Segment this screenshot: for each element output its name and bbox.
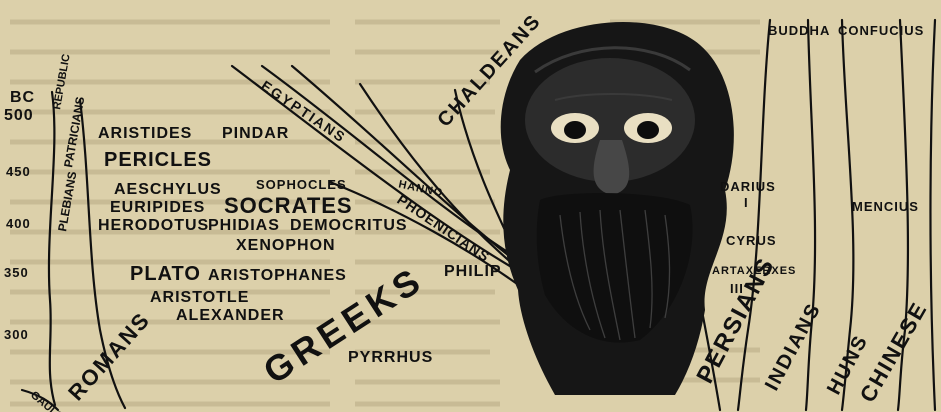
gauls-label: GAULS (28, 389, 65, 412)
socrates-label: SOCRATES (224, 195, 353, 217)
indians-label: INDIANS (761, 299, 826, 394)
democritus-label: DEMOCRITUS (290, 218, 408, 234)
artaxerxes-numeral: III (730, 282, 744, 295)
alexander-label: ALEXANDER (176, 308, 285, 324)
aeschylus-label: AESCHYLUS (114, 182, 222, 198)
chaldeans-label: CHALDEANS (433, 10, 545, 131)
patricians-label: PATRICIANS (61, 96, 87, 169)
euripides-label: EURIPIDES (110, 200, 205, 216)
cyrus-label: CYRUS (726, 234, 777, 247)
buddha-label: BUDDHA (768, 24, 830, 37)
sophocles-label: SOPHOCLES (256, 178, 347, 191)
aristides-label: ARISTIDES (98, 126, 192, 142)
pyrrhus-label: PYRRHUS (348, 350, 433, 366)
pericles-label: PERICLES (104, 150, 212, 170)
romans-label: ROMANS (63, 307, 155, 405)
republic-label: REPUBLIC (51, 53, 73, 111)
phoenicians-label: PHOENICIANS (394, 191, 493, 265)
herodotus-label: HERODOTUS (98, 218, 209, 234)
darius-numeral: I (744, 196, 749, 209)
mencius-label: MENCIUS (852, 200, 919, 213)
aristophanes-label: ARISTOPHANES (208, 268, 347, 284)
artaxerxes-label: ARTAXERXES (712, 266, 796, 277)
confucius-label: CONFUCIUS (838, 24, 924, 37)
plebeians-label: PLEBIANS (55, 170, 79, 232)
aristotle-label: ARISTOTLE (150, 290, 249, 306)
pindar-label: PINDAR (222, 126, 289, 142)
philip-label: PHILIP (444, 264, 502, 280)
xenophon-label: XENOPHON (236, 238, 336, 254)
plato-label: PLATO (130, 264, 201, 284)
darius-label: DARIUS (720, 180, 776, 193)
phidias-label: PHIDIAS (208, 218, 280, 234)
